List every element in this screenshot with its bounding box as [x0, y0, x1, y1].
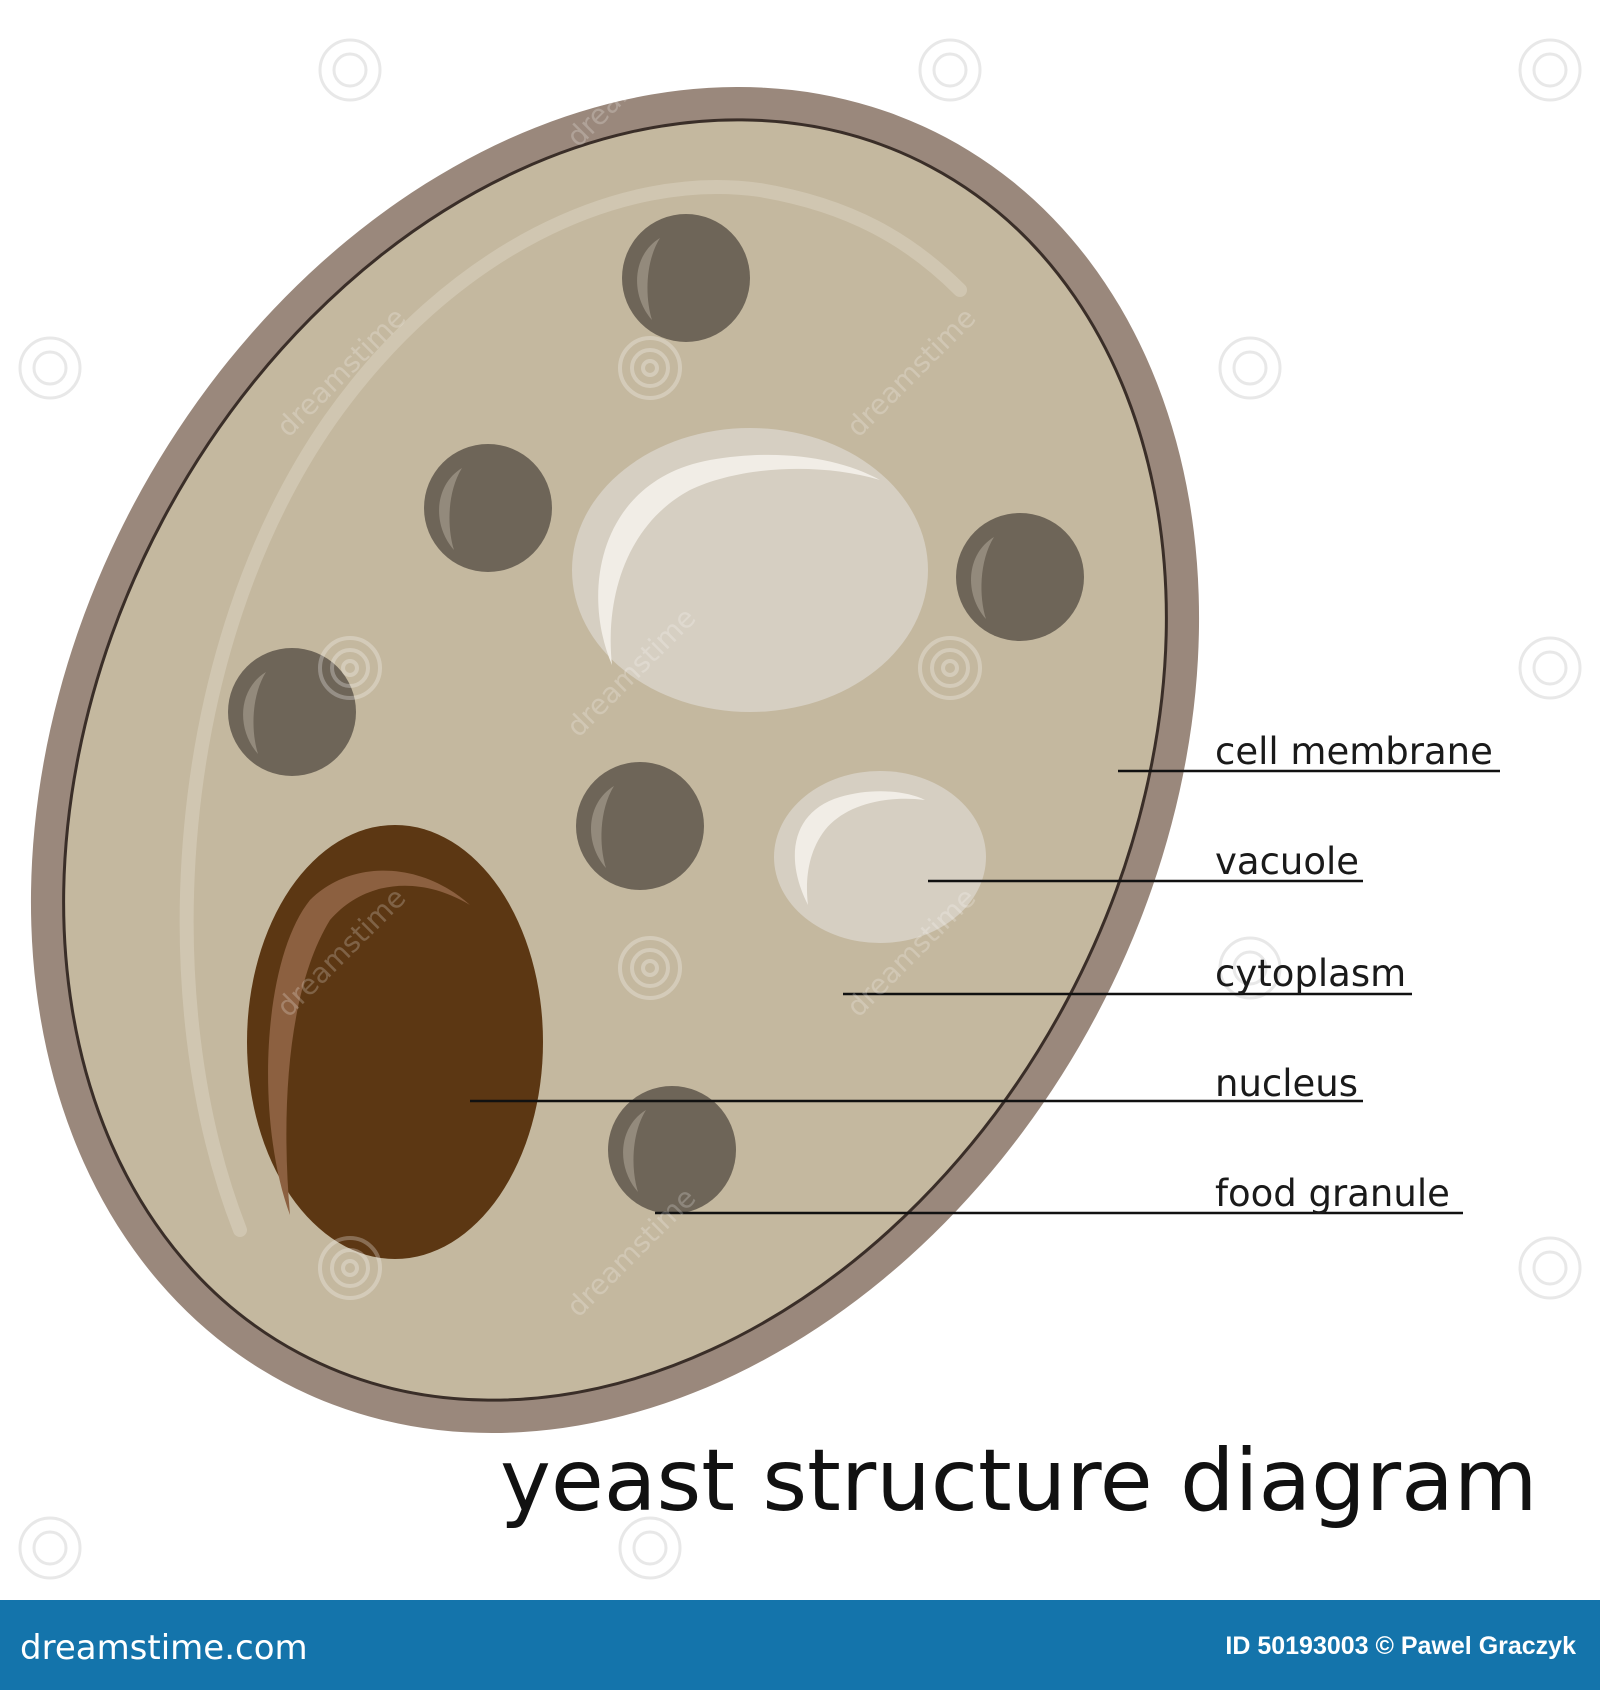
vacuole-small — [774, 771, 986, 943]
food-granule-6 — [608, 1086, 736, 1214]
cytoplasm-highlight — [179, 180, 967, 1237]
footer-bar: dreamstime.com ID 50193003 © Pawel Gracz… — [0, 1600, 1600, 1690]
vacuole-large — [572, 428, 928, 712]
nucleus-body — [247, 825, 543, 1259]
footer-image-id: ID 50193003 © Pawel Graczyk — [1225, 1632, 1576, 1660]
food-granule-3 — [956, 513, 1084, 641]
food-granule-5 — [576, 762, 704, 890]
watermark-swirls — [318, 336, 982, 1300]
diagram-title: yeast structure diagram — [500, 1431, 1538, 1531]
label-cytoplasm: cytoplasm — [1215, 952, 1407, 995]
label-vacuole: vacuole — [1215, 840, 1360, 883]
watermark-swirls-outside — [18, 38, 1582, 1580]
leader-lines — [470, 769, 1500, 1215]
label-cell-membrane: cell membrane — [1215, 730, 1493, 773]
food-granule-1 — [622, 214, 750, 342]
label-nucleus: nucleus — [1215, 1062, 1359, 1105]
label-food-granule: food granule — [1215, 1172, 1450, 1215]
food-granule-2 — [424, 444, 552, 572]
footer-logo: dreamstime.com — [20, 1628, 308, 1668]
food-granule-4 — [228, 648, 356, 776]
yeast-cell-diagram — [18, 38, 1582, 1580]
